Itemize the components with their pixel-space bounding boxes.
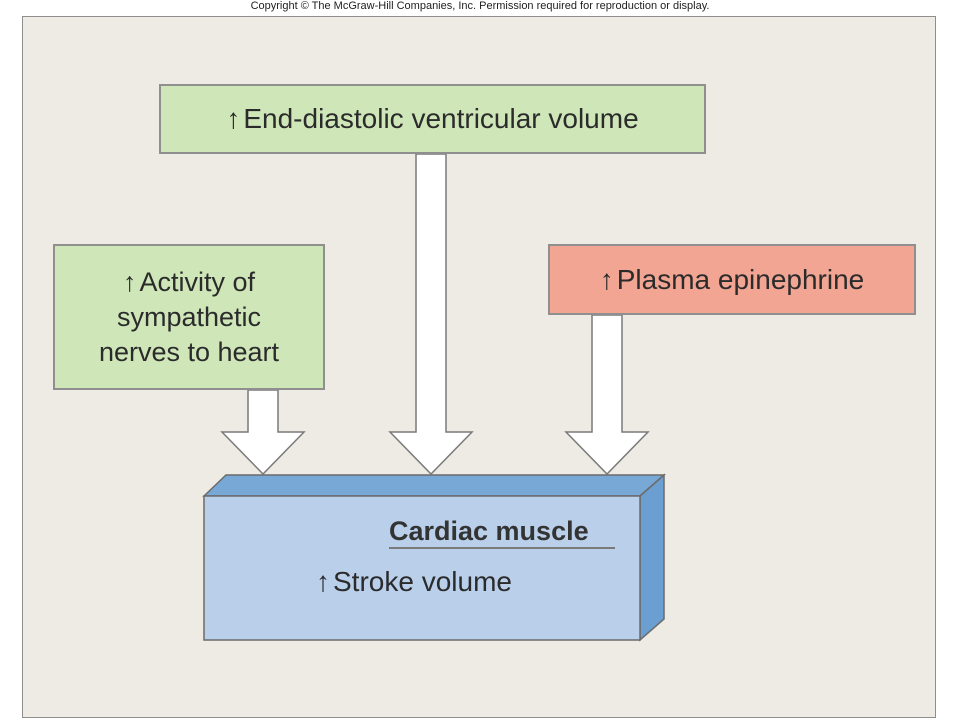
arrow-sympathetic-to-muscle xyxy=(220,389,306,476)
title-underline xyxy=(389,547,615,549)
increase-arrow-icon: ↑ xyxy=(316,566,330,597)
copyright-notice: Copyright © The McGraw-Hill Companies, I… xyxy=(250,0,710,12)
node-label-line: sympathetic xyxy=(116,301,262,332)
node-label-line: nerves to heart xyxy=(98,336,280,367)
node-plasma-epinephrine: ↑ Plasma epinephrine xyxy=(548,244,916,315)
muscle-block-top xyxy=(202,474,666,497)
node-sympathetic-activity: ↑Activity of sympathetic nerves to heart xyxy=(53,244,325,390)
node-label: End-diastolic ventricular volume xyxy=(243,103,639,134)
effect-label: Stroke volume xyxy=(333,566,512,597)
muscle-block-front xyxy=(203,495,641,641)
node-label: Plasma epinephrine xyxy=(616,263,865,295)
cardiac-muscle-title: Cardiac muscle xyxy=(389,516,589,546)
arrow-epinephrine-to-muscle xyxy=(564,314,650,476)
increase-arrow-icon: ↑ xyxy=(599,263,614,295)
stroke-volume-label: ↑Stroke volume xyxy=(316,566,512,598)
arrow-edv-to-muscle xyxy=(388,153,474,476)
increase-arrow-icon: ↑ xyxy=(226,103,241,134)
node-label-line: Activity of xyxy=(139,266,255,297)
muscle-block-side xyxy=(639,473,665,642)
node-end-diastolic-volume: ↑ End-diastolic ventricular volume xyxy=(159,84,706,154)
increase-arrow-icon: ↑ xyxy=(122,266,137,297)
